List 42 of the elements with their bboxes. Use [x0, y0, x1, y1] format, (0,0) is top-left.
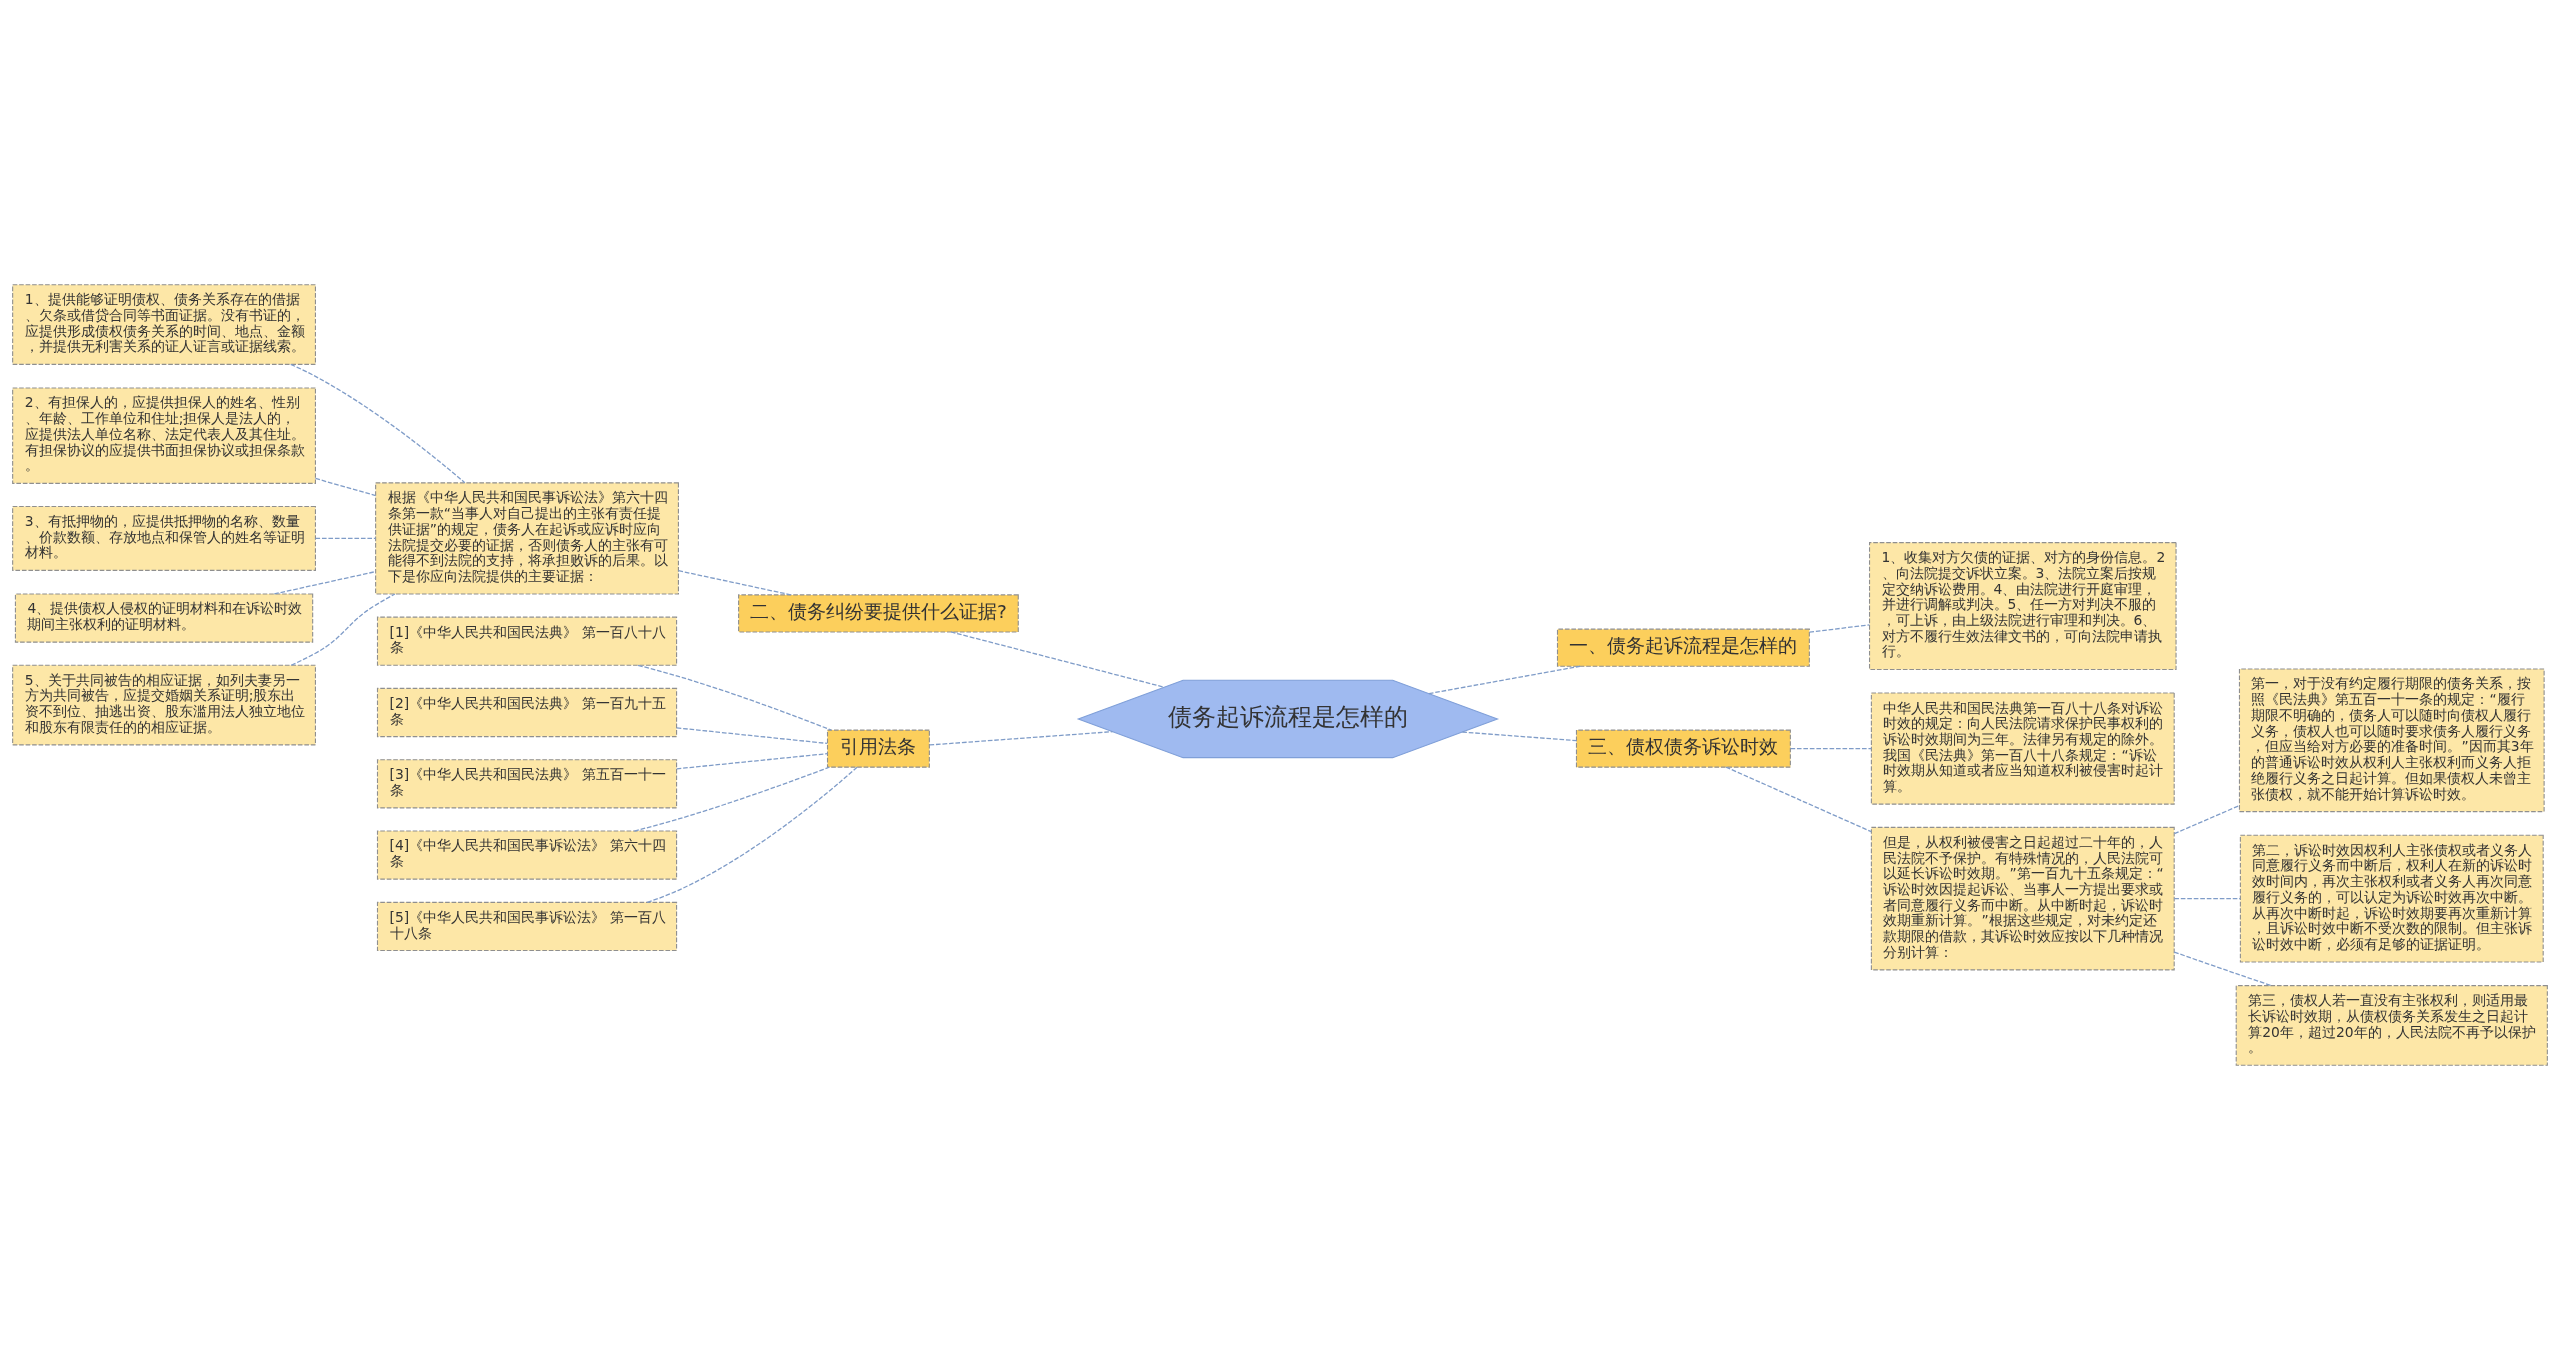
connector: [633, 766, 830, 832]
connector: [2173, 950, 2272, 986]
node-box: 2、有担保人的，应提供担保人的姓名、性别、年龄、工作单位和住址;担保人是法人的，应提供法人单位名称、法定代表人及其住址。有担保协议的应提供书面担保协议或担保条款。: [12, 386, 316, 484]
connector: [929, 730, 1114, 746]
node-box: [1]《中华人民共和国民法典》 第一百八十八条: [376, 616, 678, 666]
connector: [1808, 623, 1871, 633]
node-box: [3]《中华人民共和国民法典》 第五百一十一条: [376, 758, 678, 808]
connector: [677, 569, 792, 595]
connector: [1725, 766, 1872, 832]
connector: [314, 477, 377, 496]
connector: [646, 766, 858, 903]
connector: [637, 664, 832, 731]
connector: [273, 570, 377, 595]
node-box: 第二，诉讼时效因权利人主张债权或者义务人同意履行义务而中断后，权利人在新的诉讼时效时间内，再次主张权利或者义务人再次同意履行义务的，可以认定为诉讼时效再次中断。从再次中断时起，诉讼时效期要再次重新计算，且诉讼时效中断不受次数的限制。但主张诉讼时效中断，必须有足够的证据证明。: [2239, 834, 2544, 963]
connector: [676, 752, 829, 769]
connector: [2173, 897, 2241, 899]
node-box: [5]《中华人民共和国民事诉讼法》 第一百八十八条: [376, 901, 678, 951]
node-box: 3、有抵押物的，应提供抵押物的名称、数量、价款数额、存放地点和保管人的姓名等证明材料。: [12, 505, 316, 571]
node-box: 中华人民共和国民法典第一百八十八条对诉讼时效的规定：向人民法院请求保护民事权利的诉讼时效期间为三年。法律另有规定的除外。我国《民法典》第一百八十八条规定：“诉讼时效期从知道或者应当知道权利被侵害时起计算。: [1870, 692, 2175, 805]
connector: [2173, 804, 2241, 834]
node-box: 但是，从权利被侵害之日起超过二十年的，人民法院不予保护。有特殊情况的，人民法院可以延长诉讼时效期。”第一百九十五条规定：“诉讼时效因提起诉讼、当事人一方提出要求或者同意履行义务而中断。从中断时起，诉讼时效期重新计算。”根据这些规定，对未约定还款期限的借款，其诉讼时效应按以下几种情况分别计算：: [1870, 826, 2175, 970]
node-box: 第三，债权人若一直没有主张权利，则适用最长诉讼时效期，从债权债务关系发生之日起计算20年，超过20年的，人民法院不再予以保护。: [2235, 984, 2548, 1066]
node-box: 1、提供能够证明债权、债务关系存在的借据、欠条或借贷合同等书面证据。没有书证的，应提供形成债权债务关系的时间、地点、金额，并提供无利害关系的证人证言或证据线索。: [12, 283, 316, 365]
connector: [950, 630, 1165, 688]
node-box: 引用法条: [826, 729, 930, 768]
node-box: 根据《中华人民共和国民事诉讼法》第六十四条第一款“当事人对自己提出的主张有责任提供证据”的规定，债务人在起诉或应诉时应向法院提交必要的证据，否则债务人的主张有可能得不到法院的支持，将承担败诉的后果。以下是你应向法院提供的主要证据：: [375, 481, 679, 595]
node-box: [2]《中华人民共和国民法典》 第一百九十五条: [376, 687, 678, 737]
connector: [314, 537, 377, 539]
node-box: 5、关于共同被告的相应证据，如列夫妻另一方为共同被告，应提交婚姻关系证明;股东出资不到位、抽逃出资、股东滥用法人独立地位和股东有限责任的的相应证据。: [12, 664, 316, 745]
node-box: 二、债务纠纷要提供什么证据?: [738, 593, 1019, 632]
connector: [1428, 665, 1581, 694]
node-box: [4]《中华人民共和国民事诉讼法》 第六十四条: [376, 829, 678, 880]
connector: [1790, 747, 1872, 749]
node-box: 三、债权债务诉讼时效: [1575, 729, 1791, 768]
node-box: 第一，对于没有约定履行期限的债务关系，按照《民法典》第五百一十一条的规定：“履行期限不明确的，债务人可以随时向债权人履行义务，债权人也可以随时要求债务人履行义务，但应当给对方必要的准备时间。”因而其3年的普通诉讼时效从权利人主张权利而义务人拒绝履行义务之日起计算。但如果债权人未曾主张债权，就不能开始计算诉讼时效。: [2238, 667, 2545, 812]
connector: [290, 592, 396, 666]
connector: [676, 726, 829, 744]
node-box: 一、债务起诉流程是怎样的: [1556, 628, 1810, 667]
connector: [1461, 730, 1578, 741]
connector: [290, 363, 466, 483]
node-box: 4、提供债权人侵权的证明材料和在诉讼时效期间主张权利的证明材料。: [14, 592, 314, 643]
node-box: 1、收集对方欠债的证据、对方的身份信息。2、向法院提交诉状立案。3、法院立案后按规定交纳诉讼费用。4、由法院进行开庭审理，并进行调解或判决。5、任一方对判决不服的，可上诉，由上级法院进行审理和判决。6、对方不履行生效法律文书的，可向法院申请执行。: [1869, 541, 2177, 670]
